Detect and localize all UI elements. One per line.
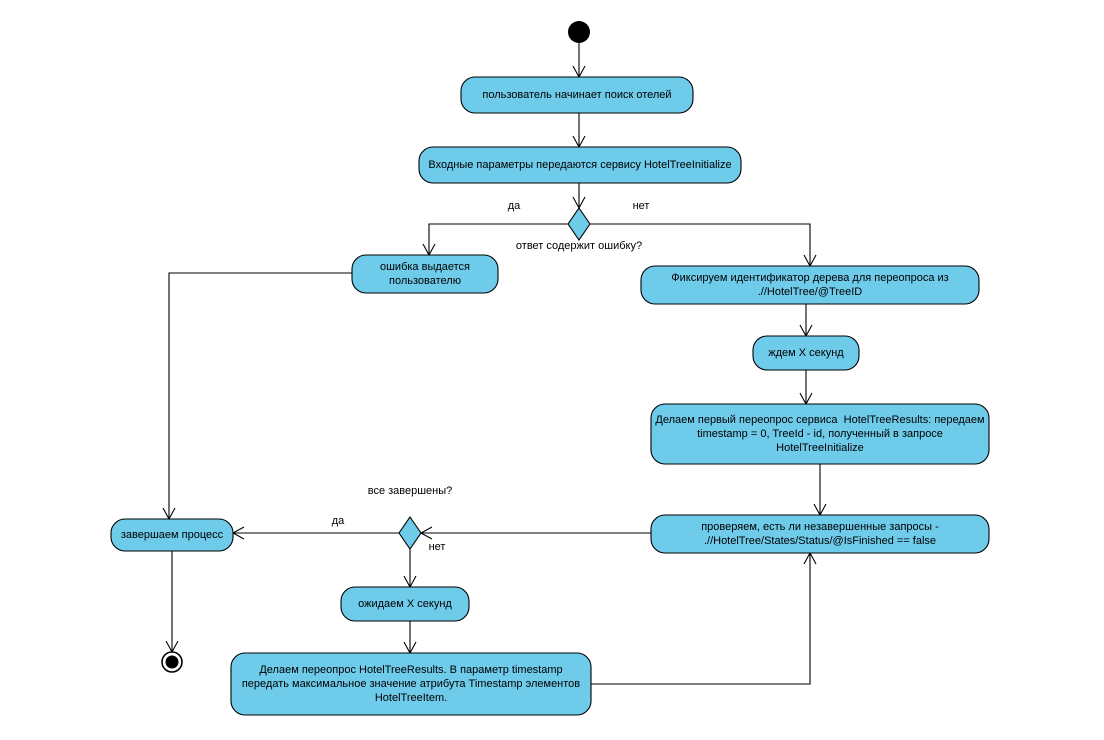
action-capture-tree-identifier-label-line-1: .//HotelTree/@TreeID [758,286,863,298]
action-repoll-hoteltreeresults-with-timestamp[interactable]: Делаем переопрос HotelTreeResults. В пар… [230,652,592,716]
edge-error-to-finish-process-line [168,272,352,519]
action-check-unfinished-requests[interactable]: проверяем, есть ли незавершенные запросы… [650,514,990,554]
start-node [568,21,590,43]
action-finish-process-label-line-0: завершаем процесс [121,529,224,541]
edge-decision-yes-to-error-line [428,223,568,255]
decision-response-contains-error[interactable]: ответ содержит ошибку? [516,207,642,252]
action-wait-x-seconds-first[interactable]: ждем X секунд [752,335,860,371]
edge-decision-no-to-capture-tree-id-guard-label: нет [633,200,650,212]
edge-decision-no-to-capture-tree-id-line [590,223,811,266]
action-first-poll-hoteltreeresults-label-line-0: Делаем первый переопрос сервиса HotelTre… [655,414,984,426]
final-node [161,651,183,673]
edge-decision-yes-to-finish-process-guard-label: да [332,515,345,527]
action-finish-process-box[interactable] [110,518,234,552]
action-first-poll-hoteltreeresults-box[interactable] [650,403,990,465]
action-repoll-hoteltreeresults-with-timestamp-label-line-2: HotelTreeItem. [375,692,447,704]
action-error-shown-to-user[interactable]: ошибка выдается пользователю [351,254,499,294]
initial-node-dot [568,21,590,43]
action-error-shown-to-user-box[interactable] [351,254,499,294]
action-input-params-to-hoteltreeinitialize[interactable]: Входные параметры передаются сервису Hot… [418,146,742,184]
action-finish-process[interactable]: завершаем процесс [110,518,234,552]
action-repoll-hoteltreeresults-with-timestamp-box[interactable] [230,652,592,716]
action-check-unfinished-requests-label-line-0: проверяем, есть ли незавершенные запросы… [701,521,939,533]
action-capture-tree-identifier-box[interactable] [640,265,980,305]
action-input-params-to-hoteltreeinitialize-box[interactable] [418,146,742,184]
nodes-layer: пользователь начинает поиск отелейВходны… [110,21,990,716]
action-capture-tree-identifier-label-line-0: Фиксируем идентификатор дерева для перео… [671,272,948,284]
edge-decision-no-to-wait-loop-guard-label: нет [429,541,446,553]
action-error-shown-to-user-label-line-0: ошибка выдается [380,261,470,273]
action-wait-x-seconds-first-label-line-0: ждем X секунд [768,347,844,359]
action-input-params-to-hoteltreeinitialize-label-line-0: Входные параметры передаются сервису Hot… [428,159,731,171]
edge-decision-yes-to-error-guard-label: да [508,200,521,212]
decision-all-finished-diamond[interactable] [398,516,422,550]
action-user-starts-hotel-search-label-line-0: пользователь начинает поиск отелей [482,89,671,101]
action-wait-x-seconds-loop-label-line-0: ожидаем X секунд [358,598,452,610]
action-wait-x-seconds-loop-box[interactable] [340,586,470,622]
action-error-shown-to-user-label-line-1: пользователю [389,275,461,287]
action-first-poll-hoteltreeresults-label-line-1: timestamp = 0, TreeId - id, полученный в… [697,428,943,440]
decision-all-finished-question-label: все завершены? [368,485,453,497]
action-repoll-hoteltreeresults-with-timestamp-label-line-0: Делаем переопрос HotelTreeResults. В пар… [259,664,562,676]
action-wait-x-seconds-loop[interactable]: ожидаем X секунд [340,586,470,622]
edge-labels-layer: да нет да нет [332,200,650,553]
action-capture-tree-identifier[interactable]: Фиксируем идентификатор дерева для перео… [640,265,980,305]
action-first-poll-hoteltreeresults[interactable]: Делаем первый переопрос сервиса HotelTre… [650,403,990,465]
decision-all-finished[interactable]: все завершены? [368,485,453,550]
action-first-poll-hoteltreeresults-label-line-2: HotelTreeInitialize [776,442,864,454]
edge-repoll-back-to-check-line [591,553,811,685]
action-repoll-hoteltreeresults-with-timestamp-label-line-1: передать максимальное значение атрибута … [242,678,580,690]
final-node-dot [165,655,179,669]
action-check-unfinished-requests-box[interactable] [650,514,990,554]
action-check-unfinished-requests-label-line-1: .//HotelTree/States/Status/@IsFinished =… [704,535,936,547]
action-user-starts-hotel-search[interactable]: пользователь начинает поиск отелей [460,76,694,114]
action-user-starts-hotel-search-box[interactable] [460,76,694,114]
decision-response-contains-error-question-label: ответ содержит ошибку? [516,240,642,252]
action-wait-x-seconds-first-box[interactable] [752,335,860,371]
decision-response-contains-error-diamond[interactable] [567,207,591,241]
